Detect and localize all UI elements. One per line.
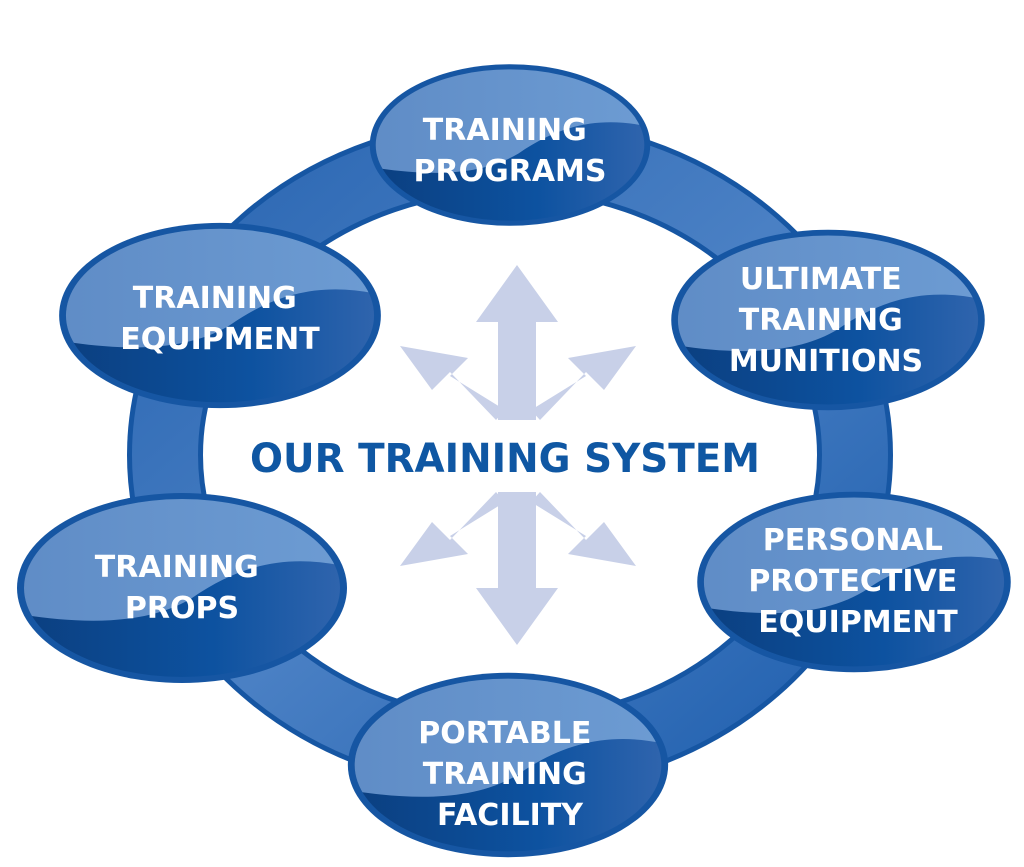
svg-text:TRAINING EQUIPMENT: TRAINING EQUIPMENT — [120, 281, 320, 357]
node-portable-training-facility[interactable]: PORTABLE TRAINING FACILITY — [343, 668, 673, 857]
node-label-line: ULTIMATE — [740, 262, 902, 297]
starburst-arrows-icon — [400, 265, 636, 645]
node-label-line: EQUIPMENT — [120, 322, 320, 357]
node-training-props[interactable]: TRAINING PROPS — [12, 488, 352, 683]
node-ultimate-training-munitions[interactable]: ULTIMATE TRAINING MUNITIONS — [667, 225, 990, 410]
node-label-line: TRAINING — [423, 113, 587, 148]
node-training-programs[interactable]: TRAINING PROGRAMS — [366, 60, 655, 226]
node-label-line: PROGRAMS — [414, 154, 607, 189]
node-label-line: PERSONAL — [763, 523, 943, 558]
node-label-line: PROTECTIVE — [748, 564, 957, 599]
node-ellipse-icon — [12, 488, 352, 683]
svg-text:TRAINING PROGRAMS: TRAINING PROGRAMS — [414, 113, 607, 189]
node-label-line: TRAINING — [423, 757, 587, 792]
svg-text:TRAINING PROPS: TRAINING PROPS — [95, 550, 269, 626]
svg-text:PORTABLE TRAINING: PORTABLE TRAINING FACILITY — [418, 716, 602, 833]
node-training-equipment[interactable]: TRAINING EQUIPMENT — [54, 218, 386, 408]
node-label-line: TRAINING — [95, 550, 259, 585]
node-label-line: FACILITY — [437, 798, 584, 833]
node-label-line: PROPS — [125, 591, 239, 626]
svg-text:PERSONAL PROTECTIVE: PERSONAL PROTECTIVE EQUIPMENT — [748, 523, 967, 640]
node-label-line: MUNITIONS — [729, 344, 923, 379]
node-label-line: TRAINING — [739, 303, 903, 338]
node-label-line: TRAINING — [133, 281, 297, 316]
node-label-line: EQUIPMENT — [758, 605, 958, 640]
svg-text:ULTIMATE TRAINING: ULTIMATE TRAINING MUNITIONS — [729, 262, 923, 379]
center-title: OUR TRAINING SYSTEM — [250, 436, 760, 482]
node-personal-protective-equipment[interactable]: PERSONAL PROTECTIVE EQUIPMENT — [693, 487, 1016, 672]
node-label-line: PORTABLE — [418, 716, 591, 751]
